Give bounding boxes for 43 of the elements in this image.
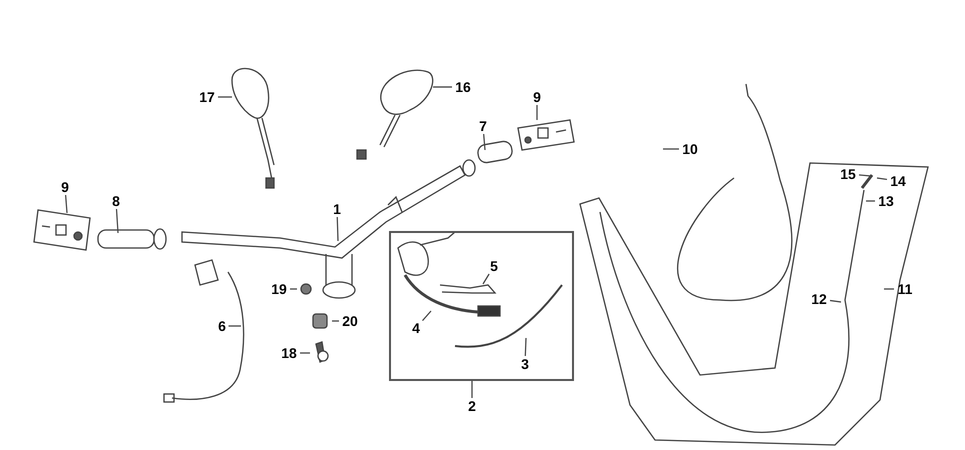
- leader-line: [433, 86, 452, 88]
- callout-number: 11: [894, 281, 916, 297]
- callout-number: 20: [339, 313, 361, 329]
- leader-line: [471, 381, 473, 398]
- leader-line: [483, 134, 486, 150]
- leader-line: [65, 194, 68, 214]
- callout-number: 3: [518, 356, 532, 372]
- leader-line: [336, 216, 339, 242]
- leader-line: [116, 208, 119, 234]
- callout-number: 12: [808, 291, 830, 307]
- leader-line: [290, 288, 297, 290]
- callout-number: 1: [330, 201, 344, 217]
- callout-number: 7: [476, 118, 490, 134]
- callout-number: 4: [410, 320, 422, 336]
- callout-number: 14: [887, 173, 909, 189]
- callout-number: 5: [488, 258, 500, 274]
- leader-line: [482, 274, 490, 284]
- group-frame: [389, 231, 574, 381]
- callout-number: 8: [110, 193, 122, 209]
- leader-line: [830, 300, 842, 303]
- leader-line: [300, 352, 310, 354]
- leader-line: [876, 177, 888, 180]
- leader-line: [422, 310, 432, 322]
- leader-line: [332, 320, 339, 322]
- callout-number: 18: [278, 345, 300, 361]
- callout-number: 19: [268, 281, 290, 297]
- leader-line: [866, 200, 875, 202]
- callout-number: 17: [196, 89, 218, 105]
- leader-line: [663, 148, 679, 150]
- leader-line: [884, 288, 894, 290]
- callout-number: 9: [530, 89, 544, 105]
- leader-line: [228, 325, 241, 327]
- callout-number: 13: [875, 193, 897, 209]
- leader-line: [536, 105, 538, 120]
- callout-number: 6: [216, 318, 228, 334]
- callout-number: 2: [466, 398, 478, 414]
- callout-number: 16: [452, 79, 474, 95]
- callout-number: 10: [679, 141, 701, 157]
- callout-number: 9: [58, 179, 72, 195]
- leader-line: [218, 96, 232, 98]
- leader-line: [858, 174, 872, 177]
- callout-number: 15: [837, 166, 859, 182]
- leader-line: [524, 338, 527, 356]
